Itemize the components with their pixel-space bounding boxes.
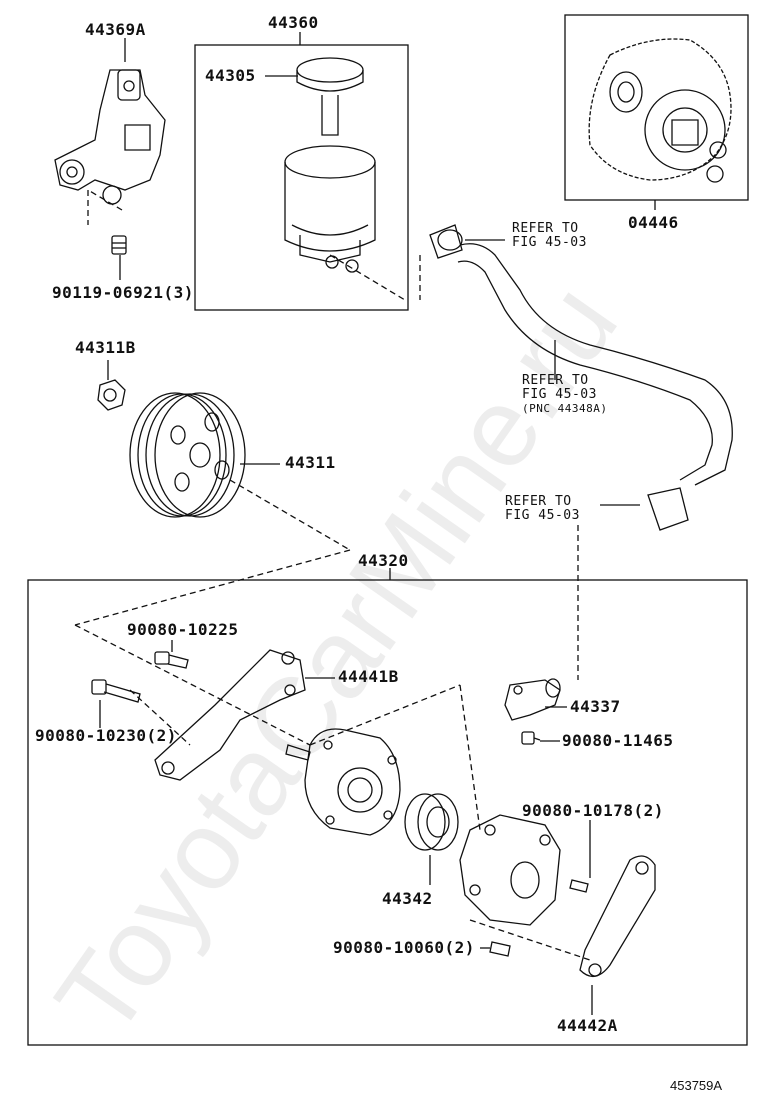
label-90080-10178: 90080-10178(2): [522, 801, 664, 820]
bracket-44369a-drawing: [54, 69, 166, 205]
reference-note-2-line3: (PNC 44348A): [522, 402, 608, 415]
reference-note-1-line1: REFER TO: [512, 221, 579, 236]
bracket-44441b-drawing: [154, 649, 306, 781]
union-44337-drawing: [504, 678, 561, 721]
bolt-10178-drawing: [569, 879, 589, 893]
bearing-44342-drawing: [404, 793, 459, 851]
label-44369a: 44369A: [85, 20, 146, 39]
bolt-11465-drawing: [521, 731, 541, 745]
label-44311b: 44311B: [75, 338, 136, 357]
label-44305: 44305: [205, 66, 256, 85]
bolt-10225-drawing: [154, 651, 189, 669]
reference-note-3-line1: REFER TO: [505, 494, 572, 509]
return-hose-drawing: [429, 224, 733, 531]
rear-housing-drawing: [459, 814, 561, 926]
label-90119-06921: 90119-06921(3): [52, 283, 194, 302]
gasket-kit-box: [564, 14, 749, 201]
pump-body-drawing: [285, 728, 401, 836]
stay-44442a-drawing: [579, 855, 656, 977]
label-44311: 44311: [285, 453, 336, 472]
label-44342: 44342: [382, 889, 433, 908]
label-44442a: 44442A: [557, 1016, 618, 1035]
bolt-10230-drawing: [91, 679, 141, 703]
label-90080-10060: 90080-10060(2): [333, 938, 475, 957]
pump-assembly-box: [27, 579, 748, 1046]
label-44320: 44320: [358, 551, 409, 570]
reference-note-2-line1: REFER TO: [522, 373, 589, 388]
label-04446: 04446: [628, 213, 679, 232]
bolt-90119-drawing: [111, 235, 127, 255]
pulley-44311-drawing: [129, 392, 246, 518]
label-90080-11465: 90080-11465: [562, 731, 674, 750]
figure-id: 453759A: [670, 1078, 723, 1093]
reference-note-1: REFER TO FIG 45-03: [512, 222, 587, 250]
label-90080-10225: 90080-10225: [127, 620, 239, 639]
dashed-lines: [74, 189, 591, 961]
label-90080-10230: 90080-10230(2): [35, 726, 177, 745]
reservoir-drawing: [284, 57, 376, 273]
nut-44311b-drawing: [97, 379, 126, 411]
reference-note-2: REFER TO FIG 45-03 (PNC 44348A): [522, 374, 607, 416]
reference-note-3: REFER TO FIG 45-03: [505, 495, 580, 523]
label-44441b: 44441B: [338, 667, 399, 686]
reference-note-3-line2: FIG 45-03: [505, 508, 580, 523]
bolt-10060-drawing: [489, 941, 511, 957]
label-44360: 44360: [268, 13, 319, 32]
reference-note-2-line2: FIG 45-03: [522, 387, 597, 402]
reservoir-group-box: [194, 44, 409, 311]
gasket-kit-drawing: [588, 38, 732, 183]
label-44337: 44337: [570, 697, 621, 716]
reference-note-1-line2: FIG 45-03: [512, 235, 587, 250]
leader-lines: [99, 32, 656, 1015]
